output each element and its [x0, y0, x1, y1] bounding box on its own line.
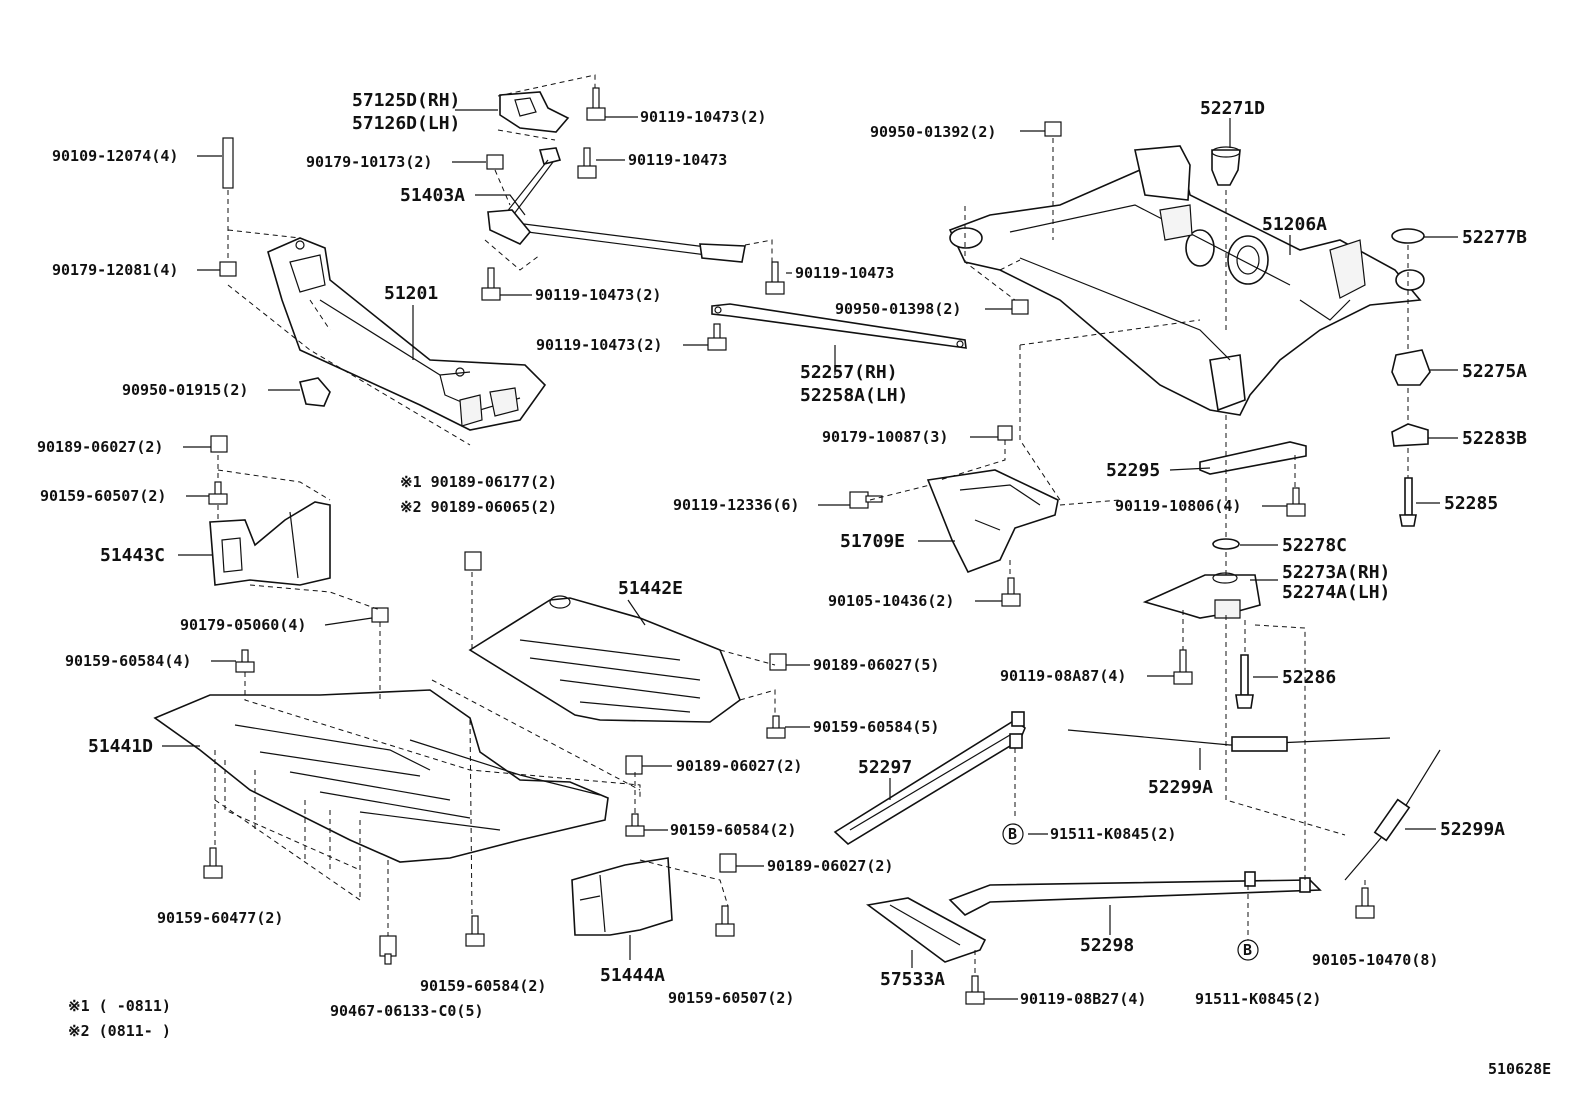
label-90467-06133: 90467-06133-C0(5): [330, 1002, 484, 1020]
shield-51443c-shape: [209, 501, 331, 586]
label-51442e: 51442E: [618, 578, 683, 599]
label-52295: 52295: [1106, 460, 1160, 481]
assembly-lines: [214, 74, 1409, 976]
label-52283b: 52283B: [1462, 428, 1527, 449]
svg-text:B: B: [1243, 941, 1252, 959]
label-90189-06027-2b: 90189-06027(2): [676, 757, 802, 775]
rod-52257-shape: [711, 303, 967, 349]
link-52295-shape: [1199, 441, 1307, 475]
brace-51403a-shape: [487, 147, 746, 263]
brace-52297-shape: [833, 711, 1026, 845]
b-marker-2: B: [1237, 939, 1259, 961]
label-51201: 51201: [384, 283, 438, 304]
label-52277b: 52277B: [1462, 227, 1527, 248]
label-90189-06027-2a: 90189-06027(2): [37, 438, 163, 456]
cover-51442e-shape: [468, 595, 741, 723]
b-marker-1: B: [1002, 823, 1024, 845]
label-91511-k0845-a: 91511-K0845(2): [1050, 825, 1176, 843]
label-52275a: 52275A: [1462, 361, 1527, 382]
label-90119-08a87: 90119-08A87(4): [1000, 667, 1126, 685]
stopper-52271d-shape: [1211, 146, 1241, 186]
subframe-51206a-shape: [948, 145, 1425, 416]
footnote-2: ※2 (0811- ): [68, 1022, 171, 1040]
label-90119-10473-2c: 90119-10473(2): [536, 336, 662, 354]
label-90179-12081: 90179-12081(4): [52, 261, 178, 279]
label-90179-05060: 90179-05060(4): [180, 616, 306, 634]
label-90105-10436: 90105-10436(2): [828, 592, 954, 610]
illustration-id: 510628E: [1488, 1060, 1551, 1078]
label-90179-10173: 90179-10173(2): [306, 153, 432, 171]
mount-52273a-shape: [1142, 538, 1261, 619]
label-52258a: 52258A(LH): [800, 385, 908, 406]
label-51443c: 51443C: [100, 545, 165, 566]
label-90159-60507-2b: 90159-60507(2): [668, 989, 794, 1007]
label-90159-60477: 90159-60477(2): [157, 909, 283, 927]
bracket-51709e-shape: [926, 469, 1059, 574]
svg-text:B: B: [1008, 825, 1017, 843]
label-52274a: 52274A(LH): [1282, 582, 1390, 603]
crossmember-51201-shape: [267, 237, 547, 431]
label-52298: 52298: [1080, 935, 1134, 956]
label-90950-01915: 90950-01915(2): [122, 381, 248, 399]
label-90189-06065: ※2 90189-06065(2): [400, 498, 557, 516]
label-90159-60584-2b: 90159-60584(2): [420, 977, 546, 995]
fasteners: [203, 87, 1375, 1005]
label-90119-10473-2a: 90119-10473(2): [640, 108, 766, 126]
label-90119-10806: 90119-10806(4): [1115, 497, 1241, 515]
label-51403a: 51403A: [400, 185, 465, 206]
label-51441d: 51441D: [88, 736, 153, 757]
label-90119-10473-2b: 90119-10473(2): [535, 286, 661, 304]
label-51206a: 51206A: [1262, 214, 1327, 235]
label-57125d: 57125D(RH): [352, 90, 460, 111]
cable-52299a-shapes: [1067, 729, 1441, 881]
leader-lines: [162, 109, 1458, 1000]
brace-52298-shape: [948, 871, 1322, 916]
label-52285: 52285: [1444, 493, 1498, 514]
label-90189-06177: ※1 90189-06177(2): [400, 473, 557, 491]
label-90950-01392: 90950-01392(2): [870, 123, 996, 141]
shield-51444a-shape: [571, 857, 673, 936]
label-52273a: 52273A(RH): [1282, 562, 1390, 583]
label-90119-10473a: 90119-10473: [628, 151, 727, 169]
label-52257: 52257(RH): [800, 362, 898, 383]
bolt-52286-shape: [1235, 654, 1254, 709]
label-90950-01398: 90950-01398(2): [835, 300, 961, 318]
label-90109-12074: 90109-12074(4): [52, 147, 178, 165]
bracket-57125d-shape: [499, 91, 570, 133]
label-90179-10087: 90179-10087(3): [822, 428, 948, 446]
label-90105-10470: 90105-10470(8): [1312, 951, 1438, 969]
label-57533a: 57533A: [880, 969, 945, 990]
label-57126d: 57126D(LH): [352, 113, 460, 134]
label-90159-60584-2a: 90159-60584(2): [670, 821, 796, 839]
label-52271d: 52271D: [1200, 98, 1265, 119]
label-90119-12336: 90119-12336(6): [673, 496, 799, 514]
label-52297: 52297: [858, 757, 912, 778]
label-91511-k0845-b: 91511-K0845(2): [1195, 990, 1321, 1008]
label-52278c: 52278C: [1282, 535, 1347, 556]
label-51709e: 51709E: [840, 531, 905, 552]
label-90189-06027-2c: 90189-06027(2): [767, 857, 893, 875]
label-52299a-2: 52299A: [1440, 819, 1505, 840]
label-52286: 52286: [1282, 667, 1336, 688]
label-90119-08b27: 90119-08B27(4): [1020, 990, 1146, 1008]
footnote-1: ※1 ( -0811): [68, 997, 171, 1015]
cover-51441d-shape: [153, 689, 609, 863]
label-90119-10473b: 90119-10473: [795, 264, 894, 282]
plate-57533a-shape: [866, 897, 987, 963]
label-90189-06027-5: 90189-06027(5): [813, 656, 939, 674]
label-90159-60507-2a: 90159-60507(2): [40, 487, 166, 505]
mount-stack-shapes: [1391, 228, 1431, 527]
label-90159-60584-4: 90159-60584(4): [65, 652, 191, 670]
label-52299a-1: 52299A: [1148, 777, 1213, 798]
label-51444a: 51444A: [600, 965, 665, 986]
label-90159-60584-5: 90159-60584(5): [813, 718, 939, 736]
bushing-90950-01915-shape: [299, 377, 331, 407]
